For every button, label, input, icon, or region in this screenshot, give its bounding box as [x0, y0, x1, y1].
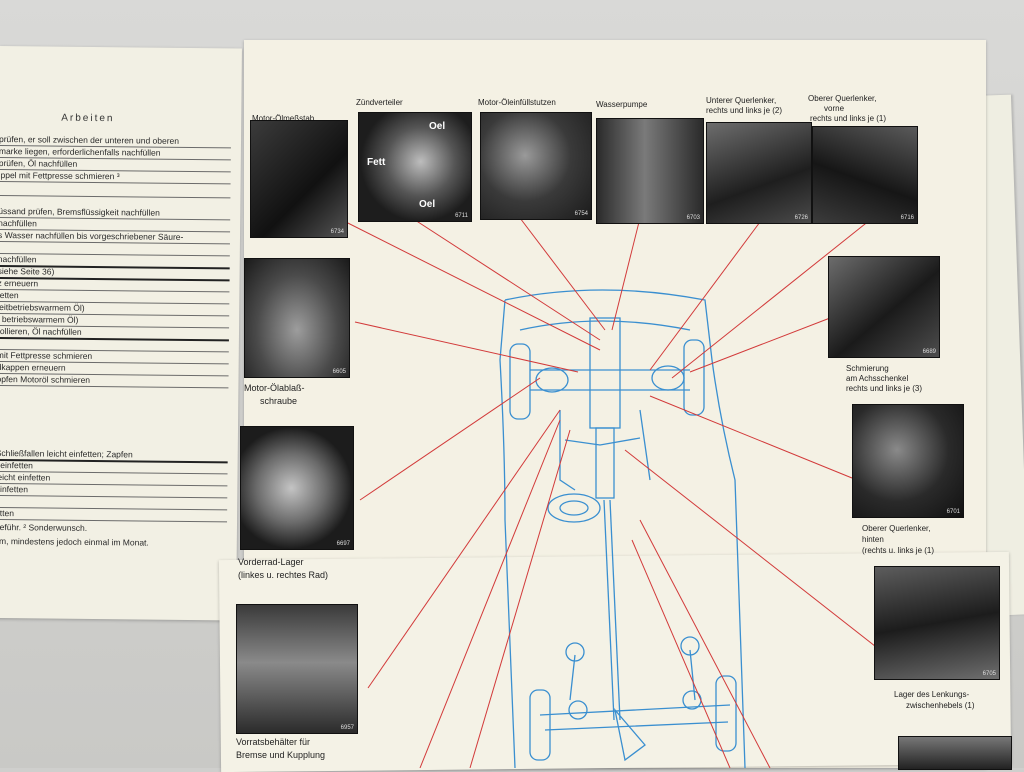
- photo-label-lower-arm-1: Unterer Querlenker,: [706, 96, 777, 105]
- photo-number: 6697: [336, 541, 350, 547]
- photo-oil-drain: 6605: [244, 258, 350, 378]
- photo-number: 6689: [922, 349, 936, 355]
- photo-label-wheel-bearing-1: Vorderrad-Lager: [238, 557, 304, 567]
- photo-wheel-bearing: 6697: [240, 426, 354, 550]
- photo-label-dipstick: Motor-Ölmeßstab: [252, 114, 315, 123]
- photo-label-knuckle-1: Schmierung: [846, 364, 889, 373]
- photo-number: 6701: [946, 509, 960, 515]
- photo-number: 6716: [900, 215, 914, 221]
- photo-label-upper-arm-rear-3: (rechts u. links je (1): [862, 546, 935, 555]
- photo-steering-idler: 6705: [874, 566, 1000, 680]
- photo-label-upper-arm-rear-1: Oberer Querlenker,: [862, 524, 931, 533]
- chassis-outline: [499, 289, 746, 768]
- photo-number: 6703: [686, 215, 700, 221]
- label-oel-1: Oel: [429, 121, 446, 132]
- photo-upper-arm-rear: 6701: [852, 404, 964, 518]
- photo-label-idler-2: zwischenhebels (1): [906, 701, 975, 710]
- photo-label-brake-reservoir-1: Vorratsbehälter für: [236, 737, 311, 747]
- photo-label-oil-drain-2: schraube: [260, 396, 298, 406]
- photo-label-distributor: Zündverteiler: [356, 98, 403, 107]
- label-fett: Fett: [367, 157, 386, 168]
- photo-label-upper-arm-front-3: rechts und links je (1): [810, 114, 887, 123]
- photo-label-knuckle-3: rechts und links je (3): [846, 384, 923, 393]
- photo-label-knuckle-2: am Achsschenkel: [846, 374, 909, 383]
- photo-number: 6605: [332, 369, 346, 375]
- photo-label-upper-arm-rear-2: hinten: [862, 535, 884, 544]
- photo-number: 6705: [982, 671, 996, 677]
- photo-brake-reservoir: 6957: [236, 604, 358, 734]
- photo-distributor: Oel Fett Oel 6711: [358, 112, 472, 222]
- photo-steering-knuckle: 6689: [828, 256, 940, 358]
- photo-number: 6754: [574, 211, 588, 217]
- photo-label-idler-1: Lager des Lenkungs-: [894, 690, 970, 699]
- photo-label-lower-arm-2: rechts und links je (2): [706, 106, 783, 115]
- photo-label-oil-drain-1: Motor-Ölablaß-: [244, 383, 305, 393]
- photo-label-oil-filler: Motor-Öleinfüllstutzen: [478, 98, 556, 107]
- leader-lines: [325, 211, 881, 768]
- photo-number: 6726: [794, 215, 808, 221]
- photo-label-upper-arm-front-1: Oberer Querlenker,: [808, 94, 877, 103]
- photo-label-brake-reservoir-2: Bremse und Kupplung: [236, 750, 326, 760]
- photo-label-upper-arm-front-2: vorne: [824, 104, 845, 113]
- photo-number: 6711: [455, 213, 468, 219]
- label-oel-2: Oel: [419, 199, 436, 210]
- photo-lower-arm: 6726: [706, 122, 812, 224]
- photo-number: 6734: [330, 229, 344, 235]
- photo-upper-arm-front: 6716: [812, 126, 918, 224]
- photo-oil-filler: 6754: [480, 112, 592, 220]
- photo-water-pump: 6703: [596, 118, 704, 224]
- photo-label-wheel-bearing-2: (linkes u. rechtes Rad): [238, 570, 329, 580]
- photo-dipstick: 6734: [250, 120, 348, 238]
- photo-label-water-pump: Wasserpumpe: [596, 100, 648, 109]
- photo-number: 6957: [340, 725, 354, 731]
- photo-partial-bottom: [898, 736, 1012, 770]
